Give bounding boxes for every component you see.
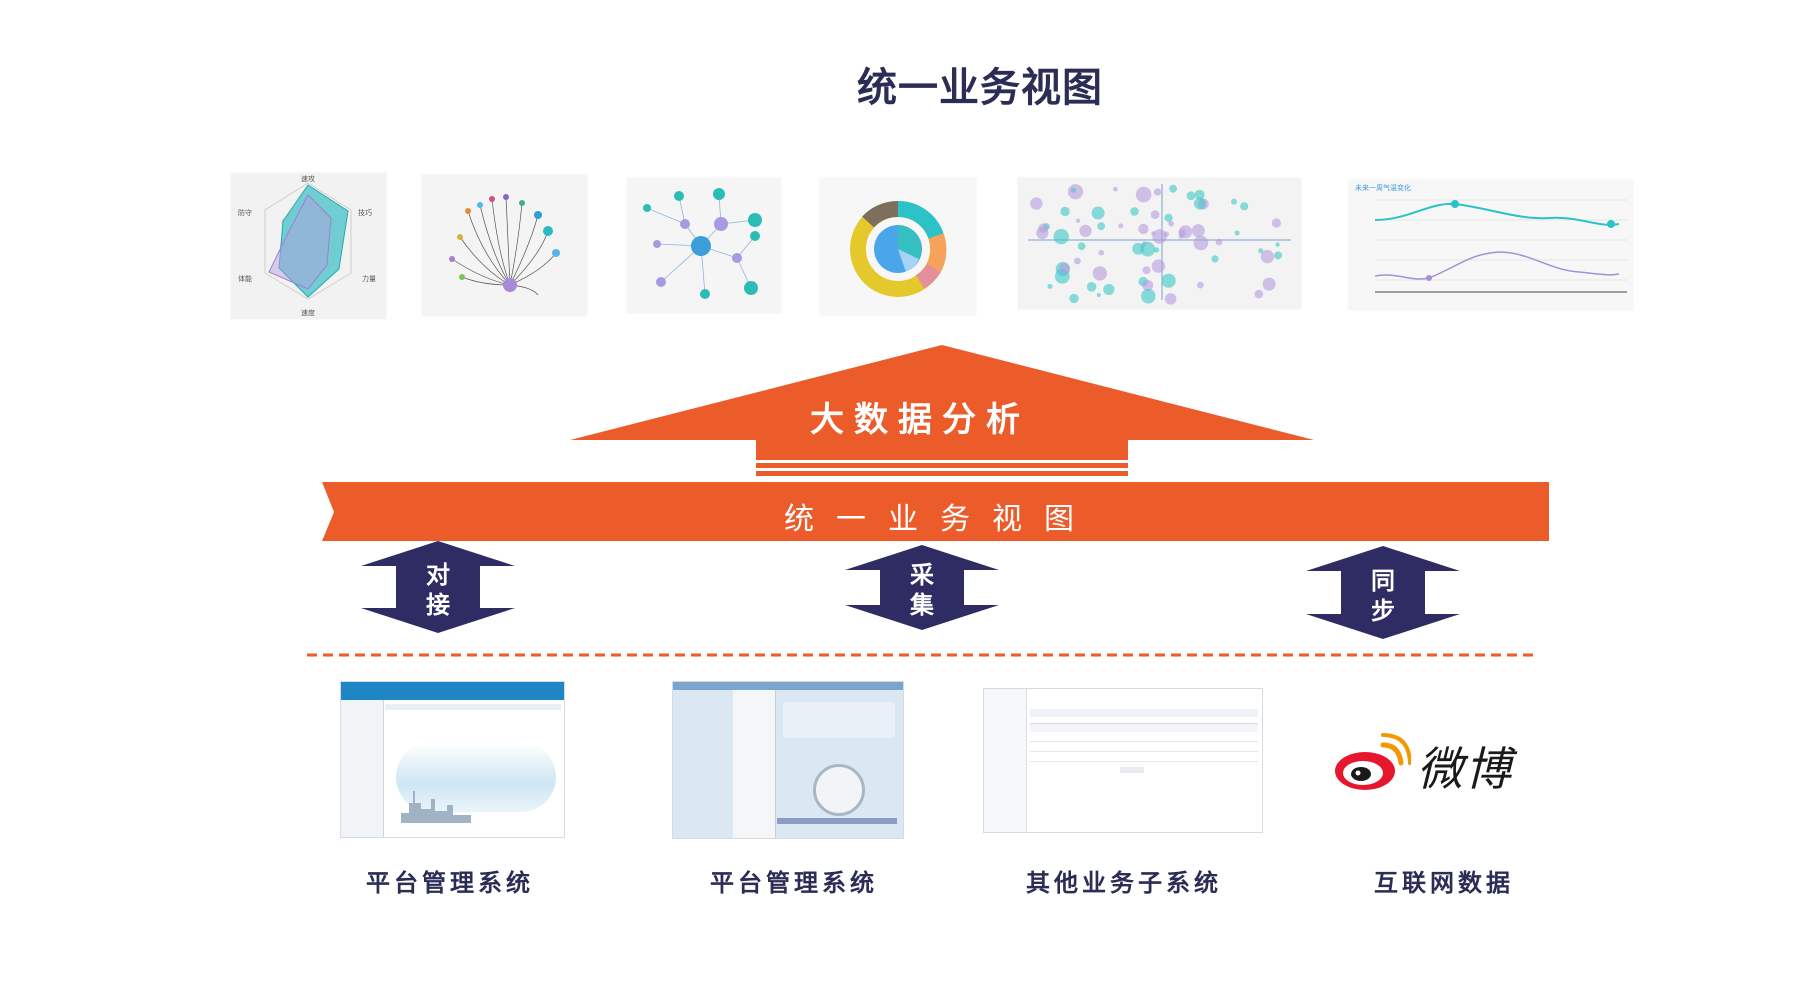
bubble	[1161, 273, 1176, 288]
weibo-logo: 微博	[1333, 733, 1543, 796]
bubble	[1141, 288, 1156, 304]
bubble	[1274, 251, 1283, 260]
bubble	[1097, 222, 1106, 231]
bubble	[1197, 281, 1204, 289]
weather-line-thumbnail: 未来一周气温变化	[1349, 180, 1633, 310]
bubble	[1254, 289, 1264, 299]
connector-arrow	[361, 541, 515, 633]
bubble-scatter-thumbnail	[1018, 178, 1301, 309]
bubble	[1194, 189, 1205, 200]
bubble	[1069, 293, 1079, 304]
system-label: 其他业务子系统	[1026, 869, 1222, 897]
bubble	[1096, 293, 1101, 297]
bubble	[1260, 249, 1275, 264]
unified-view-band	[322, 482, 1549, 541]
bubble	[1074, 257, 1081, 265]
bubble	[1075, 218, 1081, 223]
connector-label: 采集	[910, 561, 934, 619]
donut-chart-thumbnail	[820, 178, 976, 315]
bubble	[1071, 187, 1076, 193]
bubble	[1275, 242, 1280, 247]
bubble	[1091, 206, 1105, 220]
platform-system-screenshot	[340, 681, 565, 838]
bubble	[1234, 230, 1240, 236]
bubble	[1092, 266, 1107, 281]
connector-label: 同步	[1371, 567, 1395, 625]
bubble	[1193, 235, 1209, 251]
bubble	[1130, 207, 1139, 216]
bubble	[1168, 220, 1174, 227]
bubble	[1140, 241, 1156, 257]
bubble	[1142, 266, 1151, 275]
connector-label: 对接	[426, 561, 450, 619]
bubble	[1030, 197, 1043, 210]
weather-chart-title: 未来一周气温变化	[1355, 183, 1411, 192]
bubble	[1151, 259, 1166, 273]
connector-arrow	[1306, 546, 1460, 639]
weibo-eye-icon	[1335, 733, 1411, 790]
bubble	[1138, 223, 1149, 235]
bubble	[1186, 191, 1196, 201]
other-subsystem-screenshot	[983, 688, 1263, 833]
bubble	[1169, 184, 1177, 193]
radar-axis-label: 速度	[301, 308, 315, 317]
bubble	[1103, 283, 1115, 296]
bubble	[1142, 279, 1154, 291]
bubble	[1262, 277, 1276, 291]
bubble	[1079, 224, 1092, 237]
bubble	[1153, 188, 1162, 196]
network-graph-thumbnail	[627, 178, 781, 313]
bubble	[1038, 223, 1049, 233]
bubble	[1258, 248, 1264, 254]
bubble	[1118, 223, 1124, 229]
tree-graph-thumbnail	[422, 175, 587, 316]
bubble	[1191, 224, 1205, 238]
page-title: 统一业务视图	[857, 65, 1103, 111]
bubble	[1240, 202, 1249, 211]
bubble	[1231, 198, 1237, 205]
bubble	[1164, 293, 1177, 305]
bubble	[1193, 197, 1207, 210]
unified-view-band-label: 统一业务视图	[784, 502, 1096, 537]
bubble	[1135, 186, 1152, 203]
radar-axis-label: 速攻	[301, 174, 315, 183]
bubble	[1211, 255, 1219, 263]
library-system-screenshot	[672, 681, 904, 839]
bubble	[1098, 249, 1105, 256]
big-data-up-arrow	[570, 345, 1314, 476]
big-data-analysis-label: 大数据分析	[810, 400, 1030, 440]
radar-axis-label: 力量	[362, 274, 376, 283]
bubble	[1178, 233, 1184, 239]
bubble	[1152, 229, 1167, 244]
bubble	[1086, 282, 1097, 292]
bubble	[1047, 283, 1053, 289]
bubble	[1059, 263, 1071, 274]
bubble	[1215, 238, 1223, 246]
bubble	[1271, 218, 1281, 228]
radar-axis-label: 体能	[238, 274, 252, 283]
bubble	[1053, 228, 1069, 245]
system-label: 平台管理系统	[366, 869, 534, 897]
bubble	[1060, 206, 1070, 217]
bubble	[1153, 247, 1160, 253]
system-label: 互联网数据	[1374, 869, 1514, 897]
radar-axis-label: 防守	[238, 208, 252, 217]
bubble	[1077, 242, 1086, 251]
bubble	[1164, 213, 1173, 222]
radar-chart-thumbnail: 速攻 技巧 力量 速度 体能 防守	[231, 173, 386, 319]
weibo-logo-text: 微博	[1417, 742, 1513, 796]
bubble	[1150, 210, 1160, 219]
connector-arrow	[845, 545, 999, 630]
radar-axis-label: 技巧	[358, 208, 372, 217]
system-label: 平台管理系统	[710, 869, 878, 897]
bubble	[1112, 186, 1118, 192]
